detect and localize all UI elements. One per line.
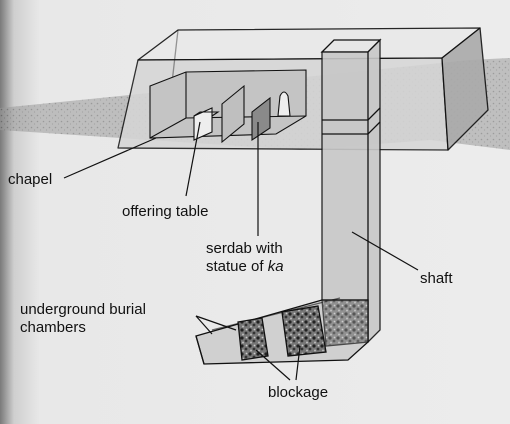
serdab-wall	[221, 84, 245, 144]
label-serdab: serdab with statue of ka	[206, 240, 284, 276]
shaft-body	[321, 38, 381, 343]
label-burial-line1: underground burial	[20, 301, 146, 318]
label-blockage: blockage	[268, 384, 329, 401]
burial-chambers	[195, 297, 369, 365]
blockage-right	[281, 305, 327, 357]
shaft	[320, 38, 382, 343]
label-underground-burial: underground burial chambers	[20, 301, 146, 337]
chapel-leader	[63, 137, 157, 179]
label-serdab-prefix: statue of	[206, 258, 268, 275]
blockage-shaft-base	[321, 299, 369, 347]
label-offering-table: offering table	[122, 203, 209, 220]
label-chapel: chapel	[8, 171, 53, 188]
burial-leader-1	[195, 315, 213, 335]
leader-lines	[63, 121, 419, 381]
serdab-chamber	[251, 96, 271, 142]
label-burial-line2: chambers	[20, 319, 86, 336]
label-serdab-line1: serdab with	[206, 240, 283, 257]
mastaba-right-face	[441, 27, 489, 151]
offering-table-leader	[185, 121, 201, 197]
blockage-leader-2	[295, 345, 301, 381]
burial-leader-2	[195, 315, 237, 331]
statue-of-ka	[277, 91, 291, 117]
chapel-interior	[149, 69, 307, 144]
label-shaft: shaft	[420, 270, 453, 287]
blockage-leader-1	[255, 349, 291, 381]
shaft-ground-section-bottom	[322, 121, 381, 135]
label-serdab-line2: statue of ka	[206, 258, 284, 276]
shaft-ground-section	[322, 107, 381, 121]
label-serdab-ka: ka	[267, 258, 284, 275]
shaft-leader	[351, 231, 419, 271]
mastaba-top	[137, 27, 481, 61]
blockage-left	[237, 317, 269, 361]
